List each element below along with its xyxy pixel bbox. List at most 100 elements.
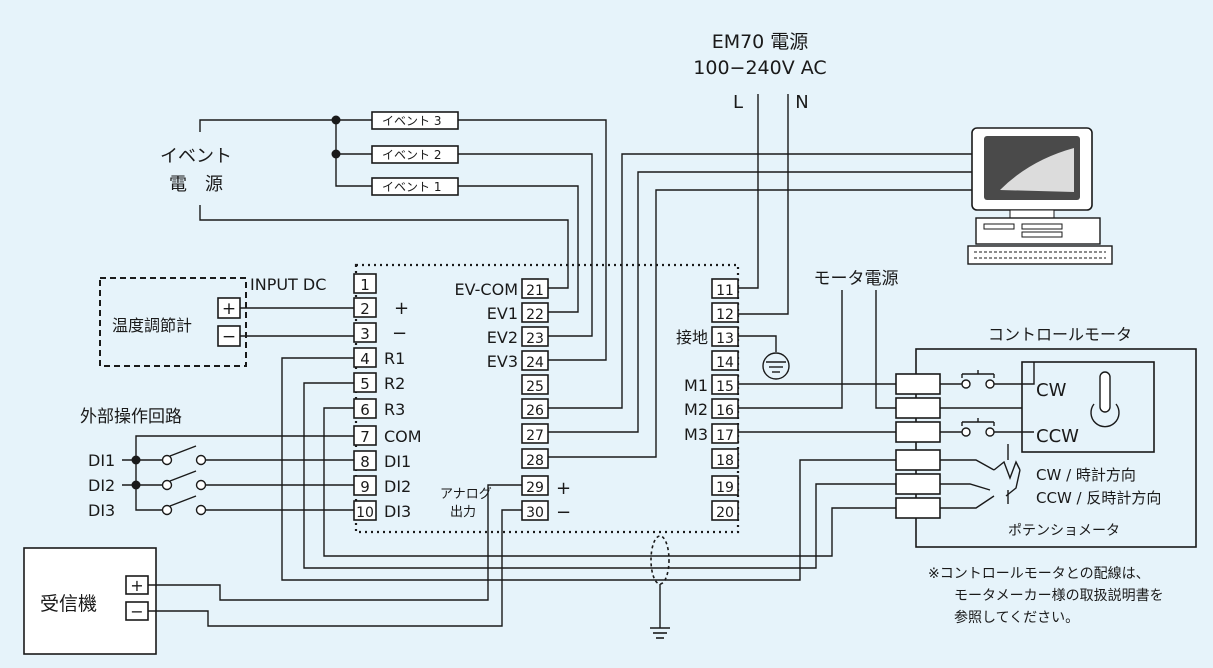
- svg-text:R3: R3: [384, 400, 405, 419]
- note-line1: ※コントロールモータとの配線は、: [928, 566, 1150, 582]
- svg-text:3: 3: [360, 325, 370, 343]
- temp-controller-wires: [240, 307, 354, 337]
- svg-text:−: −: [130, 602, 143, 621]
- svg-text:4: 4: [360, 350, 370, 368]
- event-wires: [199, 119, 607, 361]
- motor-terminal-blocks: [895, 373, 941, 519]
- terminal-28: 28: [521, 448, 549, 469]
- power-voltage: 100−240V AC: [693, 57, 826, 79]
- event3-box: イベント 3: [371, 111, 459, 130]
- svg-text:−: −: [556, 502, 571, 523]
- svg-text:1: 1: [360, 276, 370, 294]
- svg-text:22: 22: [526, 307, 544, 323]
- relay-pot-wires: [281, 290, 896, 581]
- potentiometer-icon: [993, 444, 1021, 504]
- receiver-label: 受信機: [40, 593, 97, 615]
- terminal-20: 20: [711, 500, 739, 521]
- svg-text:+: +: [394, 298, 409, 319]
- svg-text:DI2: DI2: [384, 477, 411, 496]
- power-n-label: N: [795, 92, 808, 113]
- svg-text:+: +: [556, 478, 571, 499]
- terminal-2: 2+: [353, 297, 409, 319]
- power-l-label: L: [733, 92, 743, 113]
- power-title: EM70 電源: [712, 31, 809, 53]
- svg-text:18: 18: [716, 453, 734, 469]
- temp-controller-label: 温度調節計: [112, 316, 192, 335]
- receiver-plus: +: [125, 575, 149, 595]
- motor-internal-wires: [940, 362, 1035, 509]
- svg-text:6: 6: [360, 401, 370, 419]
- analog-output-label-1: アナログ: [440, 487, 492, 502]
- terminal-11: 11: [711, 278, 739, 299]
- svg-text:9: 9: [360, 478, 370, 496]
- svg-text:10: 10: [356, 505, 374, 521]
- svg-text:接地: 接地: [676, 328, 708, 347]
- receiver-box: [23, 547, 157, 655]
- svg-text:イベント 1: イベント 1: [382, 180, 441, 194]
- svg-text:26: 26: [526, 403, 544, 419]
- svg-text:EV2: EV2: [487, 328, 518, 347]
- external-circuit-wires: [122, 435, 354, 511]
- di2-label: DI2: [88, 476, 115, 495]
- computer-icon: [967, 127, 1113, 265]
- terminal-21: 21 EV-COM: [455, 278, 549, 299]
- pc-comm-wires: [548, 153, 972, 458]
- motor-power-label: モータ電源: [814, 269, 899, 289]
- svg-text:EV1: EV1: [487, 304, 518, 323]
- svg-text:R2: R2: [384, 374, 405, 393]
- note-line2: モータメーカー様の取扱説明書を: [954, 588, 1164, 604]
- terminal-9: 9 DI2: [353, 475, 411, 496]
- svg-text:COM: COM: [384, 427, 422, 446]
- di3-label: DI3: [88, 501, 115, 520]
- svg-text:20: 20: [716, 505, 734, 521]
- svg-text:M2: M2: [684, 400, 708, 419]
- temp-controller-minus: −: [217, 325, 241, 347]
- svg-text:イベント 2: イベント 2: [382, 148, 441, 162]
- svg-text:29: 29: [526, 480, 544, 496]
- motor-ccw-label: CCW: [1036, 426, 1079, 447]
- terminal-29: 29 +: [521, 475, 571, 499]
- svg-text:+: +: [130, 576, 143, 595]
- control-motor-title: コントロールモータ: [988, 325, 1132, 344]
- svg-text:13: 13: [716, 331, 734, 347]
- cw-direction-label: CW / 時計方向: [1036, 466, 1136, 484]
- di1-junction: [131, 455, 141, 465]
- svg-text:19: 19: [716, 480, 734, 496]
- svg-text:M1: M1: [684, 376, 708, 395]
- terminal-13: 13 接地: [676, 326, 739, 347]
- terminal-12: 12: [711, 302, 739, 323]
- ground-icon: [738, 335, 790, 380]
- cw-relay-icon: [961, 370, 995, 389]
- di1-label: DI1: [88, 451, 115, 470]
- event1-box: イベント 1: [371, 177, 459, 196]
- terminal-27: 27: [521, 423, 549, 444]
- svg-text:M3: M3: [684, 425, 708, 444]
- analog-output-label-2: 出力: [450, 505, 476, 520]
- terminal-26: 26: [521, 398, 549, 419]
- svg-text:2: 2: [360, 300, 370, 318]
- svg-text:8: 8: [360, 453, 370, 471]
- terminal-19: 19: [711, 475, 739, 496]
- svg-text:14: 14: [716, 355, 734, 371]
- switch-di2-icon: [161, 470, 207, 491]
- svg-text:12: 12: [716, 307, 734, 323]
- svg-text:EV3: EV3: [487, 352, 518, 371]
- receiver-minus: −: [125, 601, 149, 621]
- svg-text:21: 21: [526, 283, 544, 299]
- terminal-30: 30−: [521, 500, 571, 523]
- svg-text:17: 17: [716, 428, 734, 444]
- svg-text:11: 11: [716, 283, 734, 299]
- svg-text:30: 30: [526, 505, 544, 521]
- svg-text:EV-COM: EV-COM: [455, 280, 518, 299]
- event-source-line2: 電 源: [169, 174, 223, 195]
- shield-ground-icon: [650, 584, 670, 639]
- event2-box: イベント 2: [371, 145, 459, 164]
